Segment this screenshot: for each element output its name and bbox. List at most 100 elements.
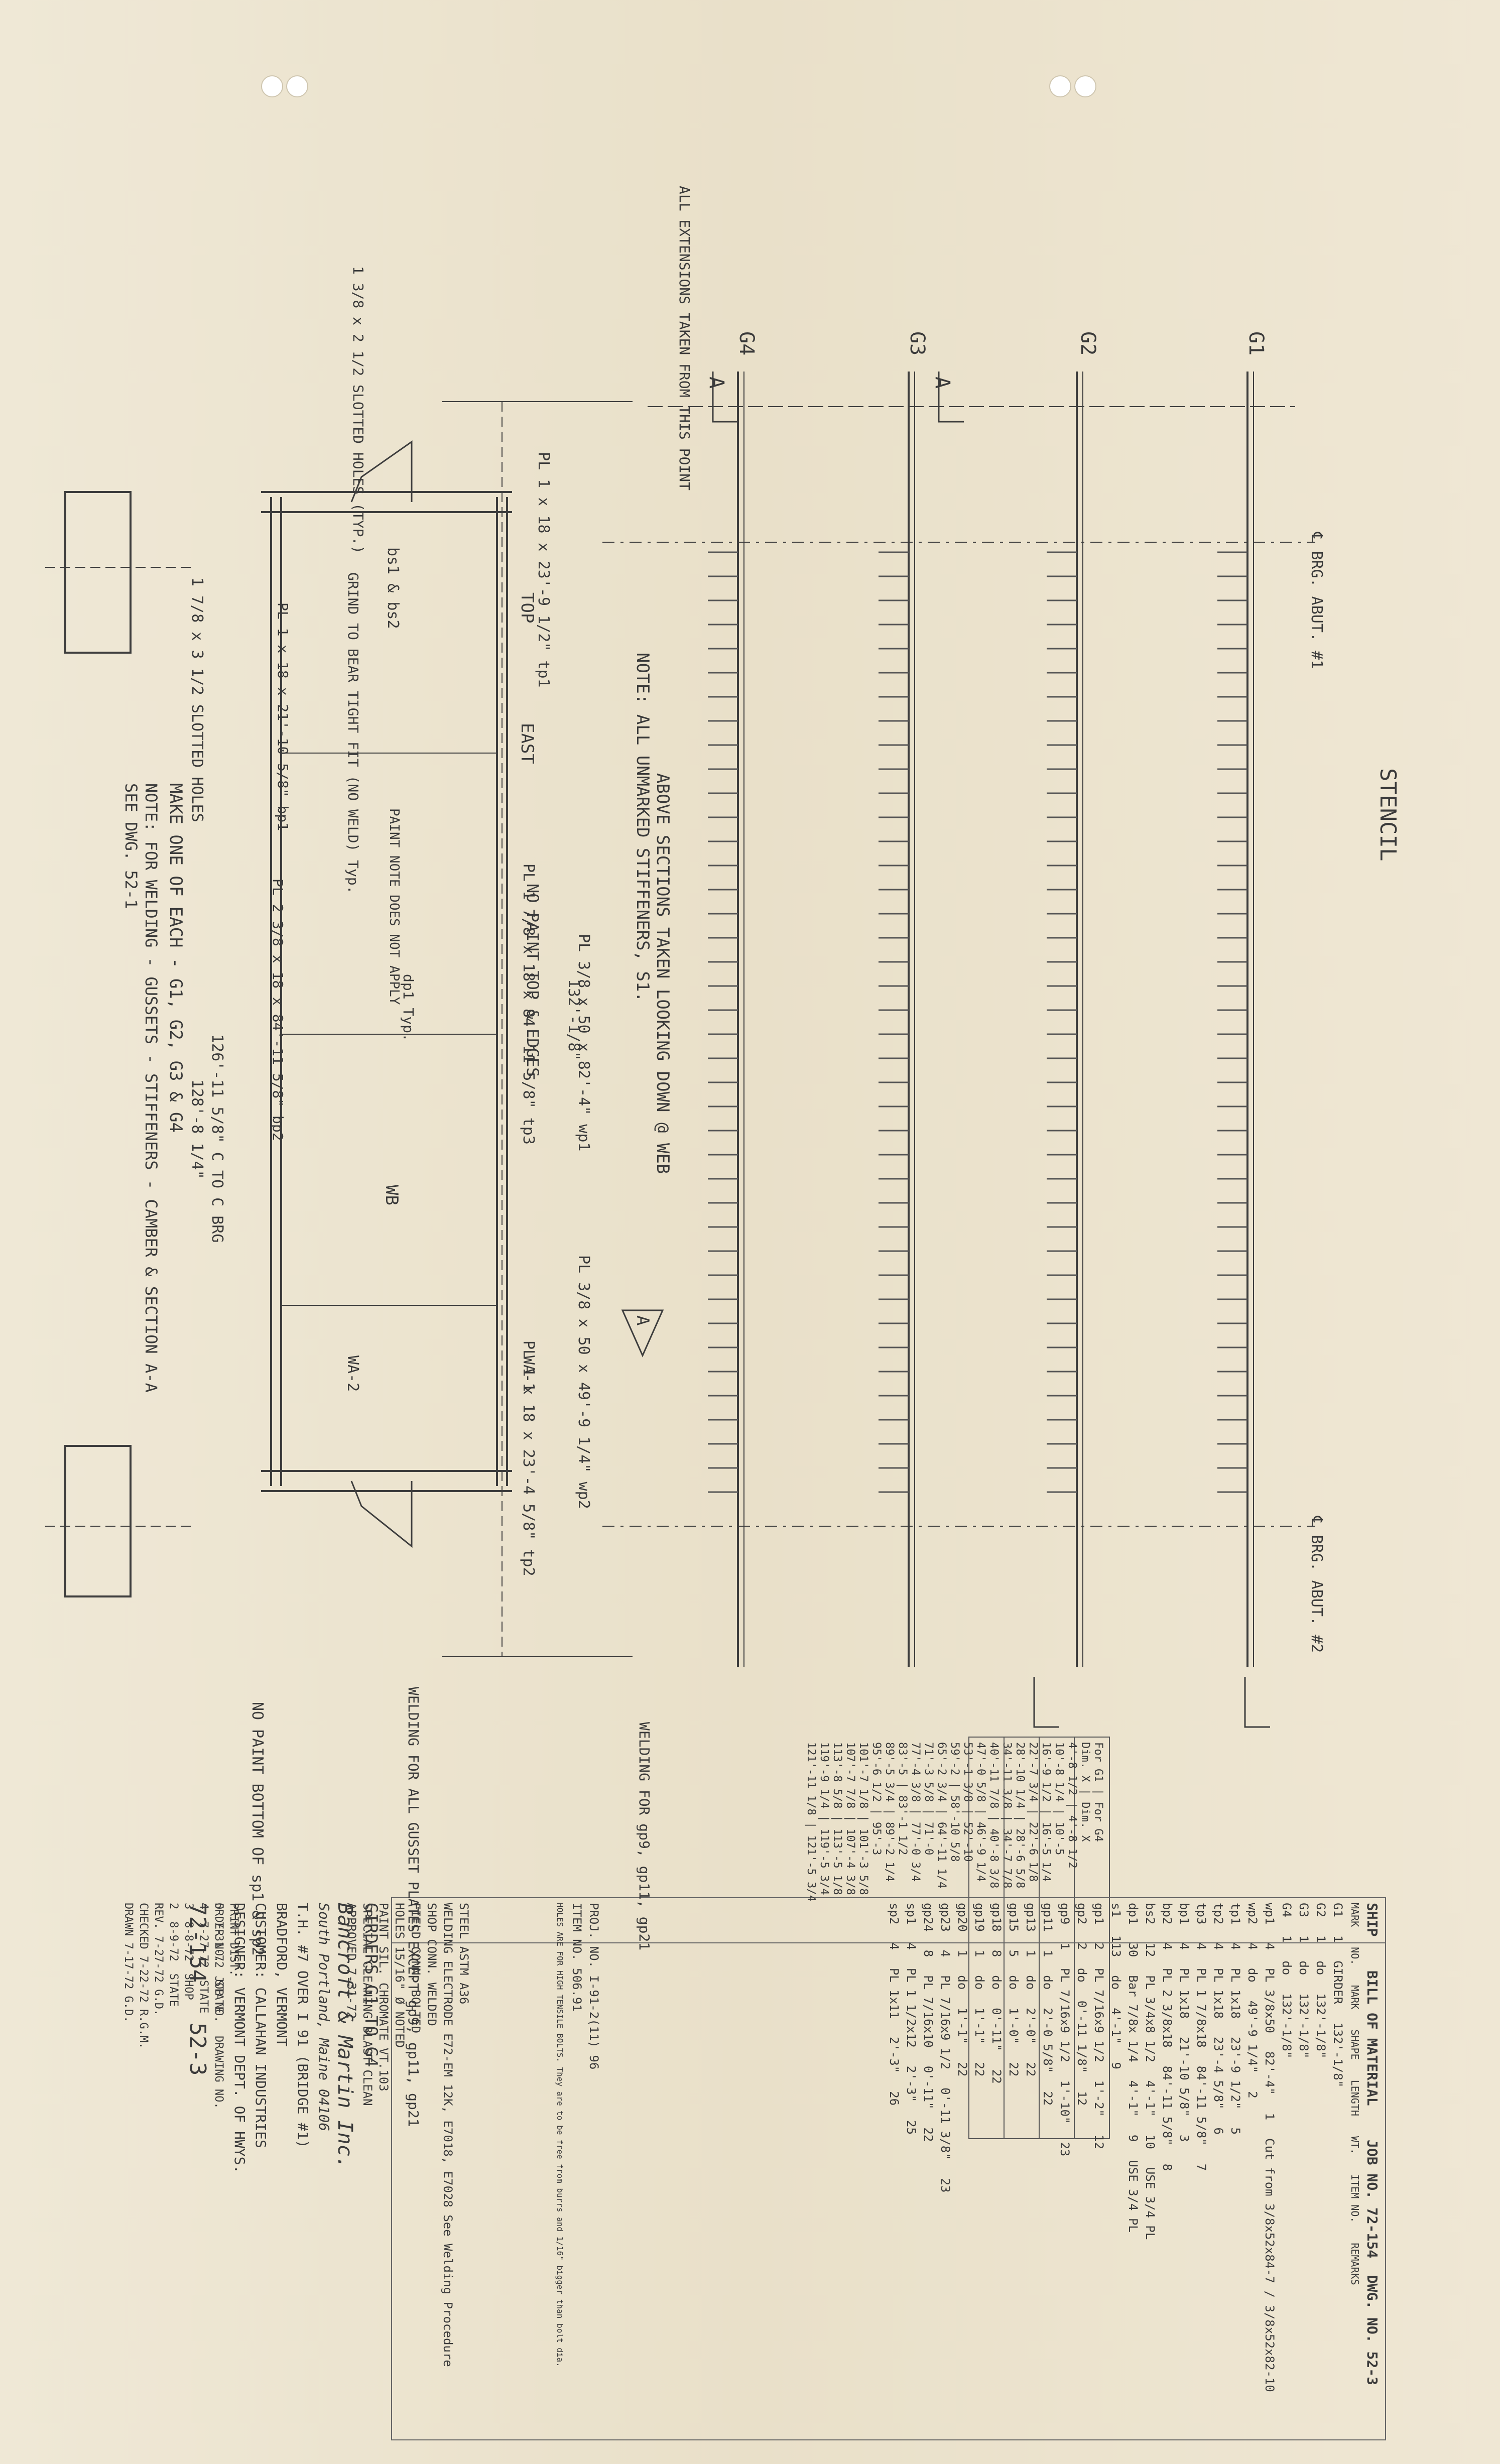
bp1-label: PL 1 x 18 x 21'-10 5/8" bp1: [275, 602, 291, 831]
bom-cell-no: 1: [1314, 1935, 1328, 1943]
bom-cell-no: 113: [1109, 1935, 1123, 1957]
bom-cell-no: 4: [1160, 1942, 1174, 1950]
bom-cell-mark: tp2: [1211, 1903, 1225, 1925]
bom-row: G4 1 do 132'-1/8": [1278, 1903, 1295, 2435]
bom-cell-item: 12: [1092, 2134, 1106, 2149]
bom-cell-no: 4: [1194, 1942, 1208, 1950]
punch-hole: [1074, 75, 1096, 97]
bom-cell-mark: tp1: [1228, 1903, 1242, 1925]
camber-row: 83'-5 | 83'-1 1/2: [896, 1742, 909, 1856]
bom-cell-shape: do: [1041, 1975, 1055, 1990]
bom-cell-mark: tp3: [1194, 1903, 1208, 1925]
camber-row: 119'-9 1/4 | 119'-5 3/4: [818, 1742, 830, 1895]
bom-cell-mark: wp1: [1263, 1903, 1277, 1925]
bom-cell-item: 9: [1126, 2134, 1140, 2142]
bom-row: sp24PL 1x112'-3"26: [886, 1903, 903, 2435]
bom-row: gp188do0'-11"22: [988, 1903, 1005, 2435]
bom-cell-no: 12: [1143, 1942, 1157, 1957]
grind-note: GRIND TO BEAR TIGHT FIT (NO WELD) Typ.: [345, 572, 361, 894]
wp1-label: PL 3/8 x 50 x 82'-4" wp1: [575, 934, 592, 1152]
bom-cell-no: 4: [1211, 1942, 1225, 1950]
bom-cell-shape: PL 1x11: [887, 1967, 901, 2019]
bom-row: sp14PL 1 1/2x122'-3"25: [903, 1903, 920, 2435]
bom-cell-shape: do: [989, 1975, 1004, 1990]
camber-row: 16'-9 1/2 | 16'-5 1/4: [1040, 1742, 1052, 1882]
bom-row: tp24PL 1x1823'-4 5/8"6: [1210, 1903, 1227, 2435]
bom-cell-item: 22: [989, 2069, 1004, 2084]
bom-cell-length: 0'-11 3/8": [938, 2087, 952, 2160]
bom-grid: [391, 1897, 1386, 2440]
bom-cell-shape: PL 1x18: [1177, 1967, 1191, 2019]
bom-cell-no: 1: [1280, 1935, 1294, 1943]
bom-cell-item: 6: [1211, 2127, 1225, 2135]
make-one-note: MAKE ONE OF EACH - G1, G2, G3 & G4: [166, 783, 186, 1133]
bom-cell-length: 2'-3": [904, 2065, 918, 2103]
bom-cell-mark: wp2: [1245, 1903, 1260, 1925]
girder-label-g4: G4: [735, 331, 758, 356]
bom-row: bp24PL 2 3/8x1884'-11 5/8"8: [1159, 1903, 1176, 2435]
bom-cell-no: 8: [989, 1949, 1004, 1957]
bom-row: s1113do4'-1"9: [1107, 1903, 1124, 2435]
camber-header: Dim. X | Dim. X: [1079, 1742, 1091, 1842]
hole-note: HOLES ARE FOR HIGH TENSILE BOLTS. They a…: [555, 1903, 565, 2367]
bs-label: bs1 & bs2: [384, 547, 402, 629]
bom-cell-remark: USE 3/4 PL: [1143, 2167, 1157, 2240]
section-mark-a: A: [931, 377, 954, 389]
bom-cell-mark: gp15: [1007, 1903, 1021, 1932]
bom-cell-shape: Bar 7/8x 1/4: [1126, 1975, 1140, 2062]
bom-cell-length: 132'-1/8": [1280, 1993, 1294, 2059]
drawing-subject: GIRDERS G1 TO G4: [361, 1903, 381, 2067]
overall-dim: 128'-8 1/4": [188, 1079, 206, 1179]
bom-row: tp14PL 1x1823'-9 1/2"5: [1227, 1903, 1244, 2435]
bom-cell-shape: do: [1007, 1975, 1021, 1990]
bom-cell-length: 0'-11 1/8": [1075, 2000, 1089, 2073]
section-mark-a: A: [705, 377, 728, 389]
bom-cell-no: 1: [1024, 1949, 1038, 1957]
bom-cell-length: 2'-0 5/8": [1041, 2008, 1055, 2073]
bom-cell-item: 9: [1109, 2062, 1123, 2069]
bom-cell-mark: gp20: [955, 1903, 969, 1932]
camber-row: 59'-2 | 58'-10 5/8: [948, 1742, 961, 1862]
bom-cell-item: 22: [1007, 2062, 1021, 2077]
bearing-abut-1: ℄ BRG. ABUT. #1: [1308, 532, 1325, 669]
welding-note: NOTE: FOR WELDING - GUSSETS - STIFFENERS…: [142, 783, 161, 1393]
bom-cell-length: 132'-1/8": [1314, 1993, 1328, 2059]
paint-note: PAINT NOTE DOES NOT APPLY: [387, 808, 402, 1005]
east-label: EAST: [517, 723, 537, 764]
bom-cell-item: 1: [1263, 2113, 1277, 2121]
top-label: TOP: [517, 592, 537, 624]
bom-row: wp24do49'-9 1/4"2: [1244, 1903, 1261, 2435]
bom-cell-mark: bp2: [1160, 1903, 1174, 1925]
bom-cell-no: 4: [1245, 1942, 1260, 1950]
camber-table-grid: [968, 1737, 1110, 2139]
bom-row: gp234PL 7/16x9 1/20'-11 3/8"23: [937, 1903, 954, 2435]
bom-cell-shape: do: [1280, 1960, 1294, 1976]
bom-row: gp22do0'-11 1/8"12: [1073, 1903, 1090, 2435]
bom-cell-length: 4'-1": [1143, 2080, 1157, 2117]
bom-cell-shape: do: [1024, 1975, 1038, 1990]
bom-row: gp12PL 7/16x9 1/21'-2"12: [1090, 1903, 1107, 2435]
unmarked-stiffeners-note: NOTE: ALL UNMARKED STIFFENERS, S1.: [633, 653, 653, 1002]
camber-row: 113'-8 5/8 | 113'-5 1/8: [831, 1742, 843, 1895]
bom-row: gp248PL 7/16x100'-11"22: [920, 1903, 937, 2435]
bom-cell-shape: do: [972, 1975, 986, 1990]
bom-row: G21do132'-1/8": [1312, 1903, 1329, 2435]
camber-row: 10'-8 1/4 | 10'-5: [1053, 1742, 1065, 1856]
bom-title-row: SHIP BILL OF MATERIAL JOB NO. 72-154 DWG…: [1364, 1903, 1381, 2385]
see-dwg-note: SEE DWG. 52-1: [121, 783, 141, 909]
spec-shop-conn: SHOP CONN. WELDED: [425, 1903, 439, 2026]
wa2-label: WA-2: [344, 1356, 361, 1392]
bom-cell-shape: PL 1 7/8x18: [1194, 1967, 1208, 2048]
spec-electrode: WELDING ELECTRODE E72-EM 12K, E7018, E70…: [441, 1903, 455, 2367]
bom-cell-no: 4: [887, 1942, 901, 1950]
bom-cell-length: 1'-10": [1058, 2080, 1072, 2124]
checked-line: CHECKED 7-22-72 R.G.M.: [137, 1903, 150, 2049]
camber-row: 34'-11 3/8 | 34'-7 7/8: [1001, 1742, 1013, 1889]
camber-row: 53'-1 3/8 | 52'-10: [961, 1742, 974, 1862]
bom-cell-shape: PL 3/4x8 1/2: [1143, 1975, 1157, 2062]
bom-cell-mark: G4: [1280, 1903, 1294, 1917]
bom-cell-length: 1'-2": [1092, 2080, 1106, 2117]
bom-cell-item: 22: [921, 2127, 935, 2142]
bom-cell-length: 1'-1": [955, 2008, 969, 2044]
